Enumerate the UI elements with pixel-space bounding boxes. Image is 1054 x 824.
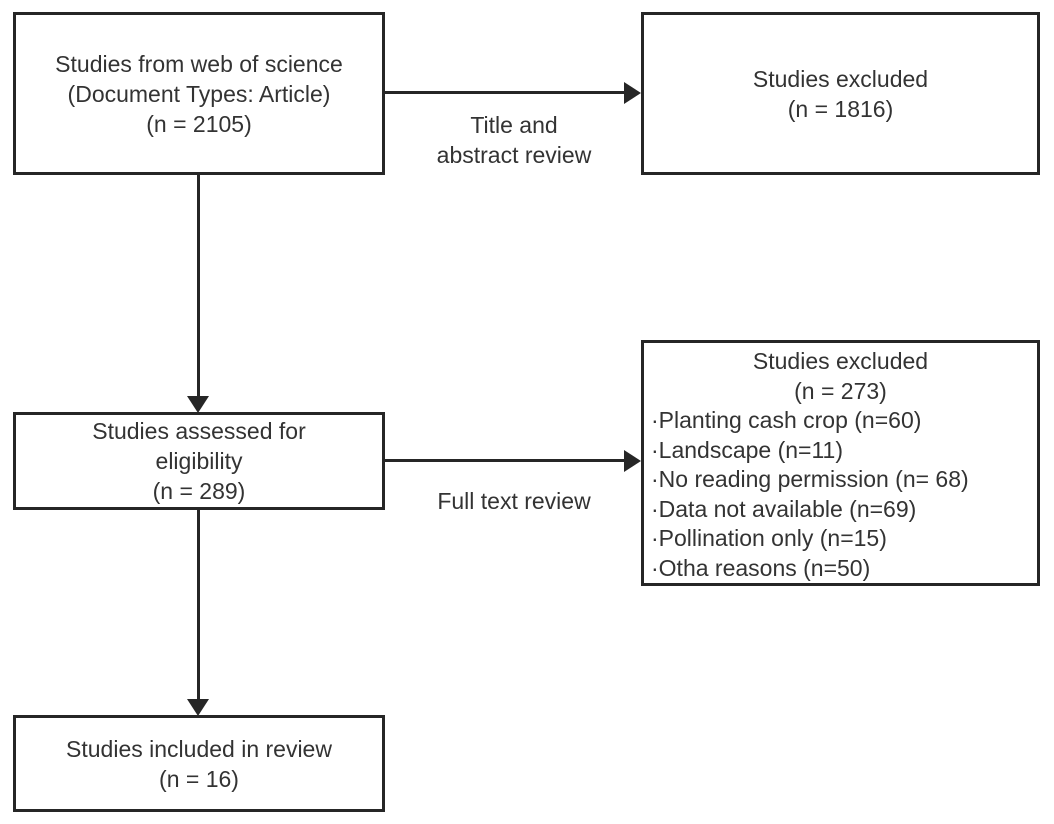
box-studies-eligibility-line: eligibility: [155, 448, 243, 474]
box-studies-excluded-full-text-header: Studies excluded: [752, 348, 929, 374]
box-studies-excluded-full-text: Studies excluded (n = 273) ·Planting cas…: [641, 340, 1040, 586]
box-studies-source-line: (n = 2105): [146, 110, 252, 137]
arrow-eligibility-to-included-shaft: [197, 510, 200, 700]
edge-label-title-abstract-review-line: Title and: [470, 112, 558, 138]
edge-label-title-abstract-review: Title and abstract review: [398, 110, 630, 170]
box-studies-excluded-title-abstract: Studies excluded (n = 1816): [641, 12, 1040, 175]
exclusion-reason: ·Pollination only (n=15): [651, 525, 887, 551]
box-studies-source: Studies from web of science (Document Ty…: [13, 12, 385, 175]
arrow-source-to-eligibility-shaft: [197, 175, 200, 397]
box-studies-eligibility-line: Studies assessed for: [92, 418, 306, 444]
box-studies-source-line: Studies from web of science: [55, 50, 343, 77]
arrow-full-text-head-icon: [624, 450, 641, 472]
edge-label-title-abstract-review-line: abstract review: [436, 142, 592, 168]
exclusion-reason: ·No reading permission (n= 68): [651, 466, 969, 492]
arrow-title-abstract-head-icon: [624, 82, 641, 104]
exclusion-reason: ·Landscape (n=11): [651, 436, 844, 463]
arrow-full-text-shaft: [385, 459, 625, 462]
arrow-title-abstract-shaft: [385, 91, 625, 94]
exclusion-reason: ·Otha reasons (n=50): [651, 554, 871, 581]
box-studies-included-line: (n = 16): [159, 765, 239, 792]
box-studies-included: Studies included in review (n = 16): [13, 715, 385, 812]
arrow-eligibility-to-included-head-icon: [187, 699, 209, 716]
box-studies-source-line: (Document Types: Article): [67, 80, 331, 107]
edge-label-full-text-review: Full text review: [437, 488, 591, 514]
box-studies-eligibility-line: (n = 289): [152, 478, 246, 504]
arrow-source-to-eligibility-head-icon: [187, 396, 209, 413]
box-studies-eligibility: Studies assessed for eligibility (n = 28…: [13, 412, 385, 510]
box-studies-excluded-title-abstract-line: (n = 1816): [787, 95, 894, 122]
exclusion-reason: ·Planting cash crop (n=60): [651, 407, 922, 433]
box-studies-excluded-title-abstract-line: Studies excluded: [752, 65, 929, 92]
box-studies-included-line: Studies included in review: [66, 735, 332, 762]
box-studies-excluded-full-text-header: (n = 273): [794, 377, 887, 404]
exclusion-reason: ·Data not available (n=69): [651, 495, 917, 522]
